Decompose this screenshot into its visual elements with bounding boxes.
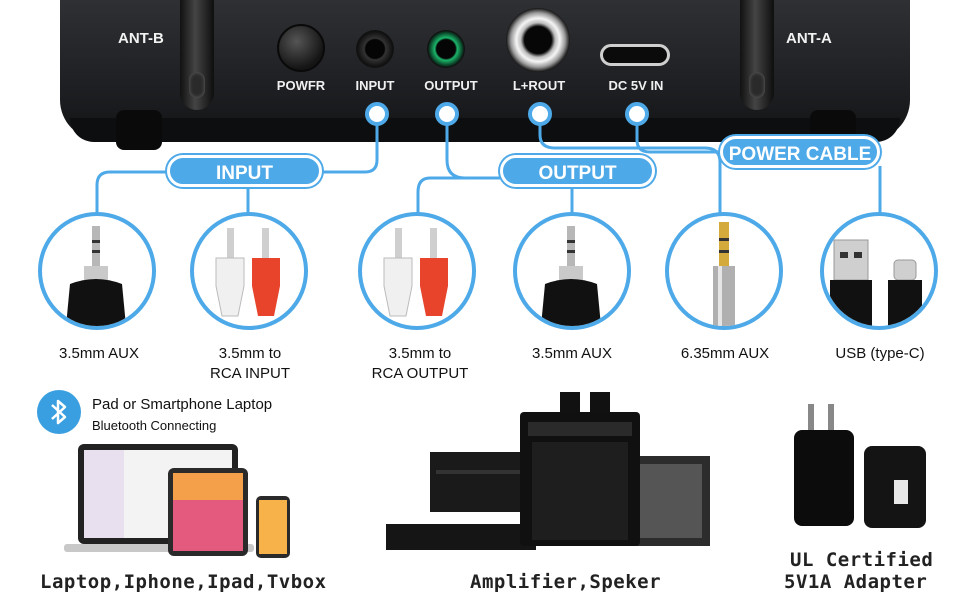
devices-caption: Laptop,Iphone,Ipad,Tvbox xyxy=(40,571,327,593)
power-knob[interactable] xyxy=(277,24,325,72)
rca-plug-icon xyxy=(383,228,448,317)
port-label-power: POWFR xyxy=(276,78,326,93)
connection-wires xyxy=(95,102,882,215)
bluetooth-subtitle: Bluetooth Connecting xyxy=(92,418,217,433)
antenna-b xyxy=(180,0,214,110)
connector-label-line2: RCA INPUT xyxy=(209,365,290,382)
connector-label: USB (type-C) xyxy=(835,345,925,362)
power-cable-badge: POWER CABLE xyxy=(720,136,880,168)
device-foot xyxy=(116,110,162,150)
input-group-badge: INPUT xyxy=(167,155,322,187)
aux-35-input-connector xyxy=(38,212,156,330)
connector-label: 3.5mm AUX xyxy=(531,345,613,362)
output-group-badge: OUTPUT xyxy=(500,155,655,187)
laptop-tablet-phone-illustration xyxy=(64,444,290,558)
input-jack xyxy=(356,30,394,68)
aux-635-connector xyxy=(665,212,783,330)
amplifier-speaker-illustration xyxy=(386,392,710,550)
rca-output-connector xyxy=(358,212,476,330)
jack-plug-icon xyxy=(713,222,735,326)
connector-label: 6.35mm AUX xyxy=(680,345,770,362)
aux-plug-icon xyxy=(541,226,601,326)
port-label-dc: DC 5V IN xyxy=(608,78,664,93)
connector-label: 3.5mm to xyxy=(218,345,282,362)
port-label-output: OUTPUT xyxy=(424,78,478,93)
lr-out-jack xyxy=(506,8,570,72)
rca-input-connector xyxy=(190,212,308,330)
bluetooth-icon xyxy=(37,390,81,434)
usb-type-c-connector xyxy=(820,212,938,330)
port-label-lrout: L+ROUT xyxy=(512,78,566,93)
aux-plug-icon xyxy=(66,226,126,326)
connector-label: 3.5mm AUX xyxy=(58,345,140,362)
usb-adapter-illustration xyxy=(794,404,926,528)
adapter-caption-line2: 5V1A Adapter xyxy=(784,571,928,593)
dc-in-port xyxy=(600,44,670,66)
output-jack xyxy=(427,30,465,68)
bluetooth-title: Pad or Smartphone Laptop xyxy=(92,396,273,413)
connector-label: 3.5mm to xyxy=(388,345,452,362)
amplifier-caption: Amplifier,Speker xyxy=(470,571,662,593)
connector-label-line2: RCA OUTPUT xyxy=(371,365,469,382)
antenna-a-label: ANT-A xyxy=(786,30,832,47)
antenna-b-label: ANT-B xyxy=(118,30,164,47)
aux-35-output-connector xyxy=(513,212,631,330)
usb-plug-icon xyxy=(830,239,922,326)
adapter-caption-line1: UL Certified xyxy=(790,549,934,571)
port-label-input: INPUT xyxy=(355,78,395,93)
rca-plug-icon xyxy=(215,228,280,317)
antenna-a xyxy=(740,0,774,110)
